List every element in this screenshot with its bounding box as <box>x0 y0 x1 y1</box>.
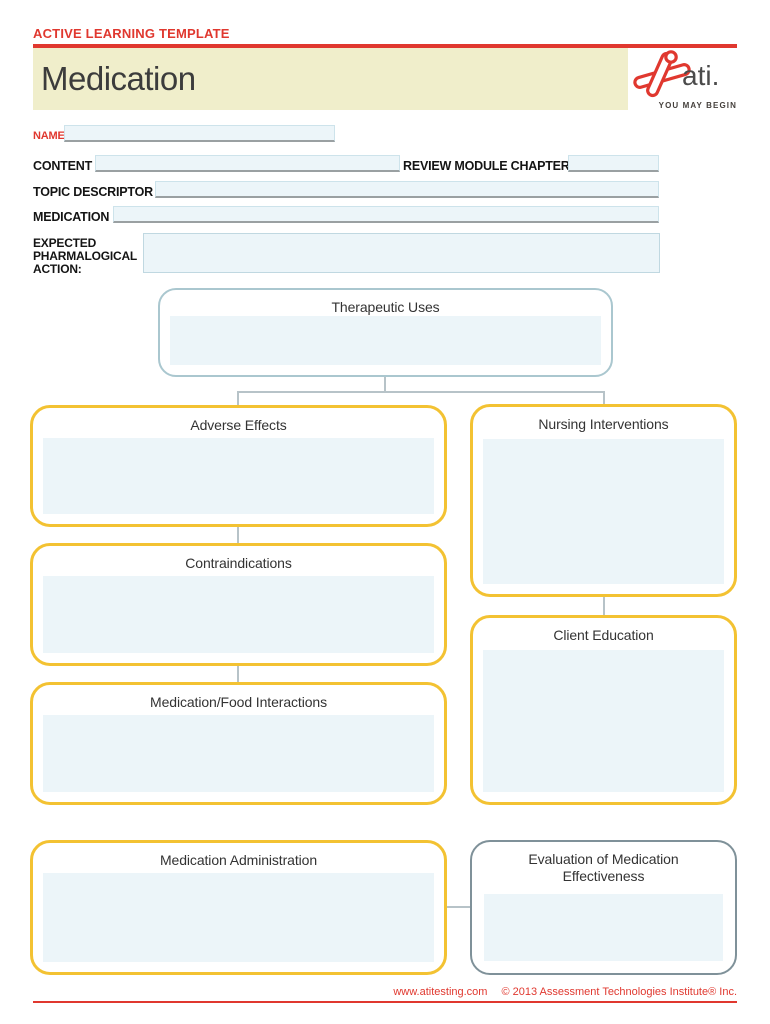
evaluation-of-medication-effectiveness-input[interactable] <box>484 894 723 961</box>
medication-food-interactions-title: Medication/Food Interactions <box>150 694 327 710</box>
adverse-effects-box: Adverse Effects <box>30 405 447 527</box>
contraindications-title: Contraindications <box>185 555 292 571</box>
connector-adverse-to-contraindications <box>237 527 239 543</box>
ati-logo: ati. <box>633 50 737 100</box>
page-footer: www.atitesting.com © 2013 Assessment Tech… <box>393 986 737 998</box>
ati-brand-text: ati. <box>682 60 720 92</box>
content-label: CONTENT <box>33 159 93 173</box>
therapeutic-uses-box: Therapeutic Uses <box>158 288 613 377</box>
ati-figure-icon <box>633 50 691 98</box>
nursing-interventions-input[interactable] <box>483 439 724 584</box>
expected-pharmalogical-action-label: EXPECTED PHARMALOGICAL ACTION: <box>33 236 137 276</box>
content-input[interactable] <box>95 155 400 172</box>
medication-administration-title: Medication Administration <box>159 852 318 868</box>
topic-descriptor-label: TOPIC DESCRIPTOR <box>33 185 153 199</box>
contraindications-box: Contraindications <box>30 543 447 666</box>
footer-copyright: © 2013 Assessment Technologies Institute… <box>501 986 737 998</box>
client-education-box: Client Education <box>470 615 737 805</box>
page-title: Medication <box>41 60 196 97</box>
medication-food-interactions-box: Medication/Food Interactions <box>30 682 447 805</box>
connector-nursing-to-client-education <box>603 597 605 615</box>
nursing-interventions-box: Nursing Interventions <box>470 404 737 597</box>
nursing-interventions-title: Nursing Interventions <box>538 416 669 432</box>
name-input[interactable] <box>64 125 335 142</box>
title-banner: Medication <box>33 48 628 110</box>
connector-branch-horizontal <box>237 391 605 393</box>
medication-input[interactable] <box>113 206 659 223</box>
therapeutic-uses-title: Therapeutic Uses <box>331 299 440 315</box>
adverse-effects-input[interactable] <box>43 438 434 514</box>
client-education-title: Client Education <box>553 627 654 643</box>
evaluation-of-medication-effectiveness-box: Evaluation of Medication Effectiveness <box>470 840 737 975</box>
connector-contraindications-to-interactions <box>237 666 239 682</box>
connector-administration-to-evaluation <box>447 906 470 908</box>
template-type-heading: ACTIVE LEARNING TEMPLATE <box>33 26 230 41</box>
review-module-chapter-input[interactable] <box>568 155 659 172</box>
medication-label: MEDICATION <box>33 210 110 224</box>
therapeutic-uses-input[interactable] <box>170 316 601 365</box>
connector-to-nursing-interventions <box>603 392 605 404</box>
review-module-chapter-label: REVIEW MODULE CHAPTER <box>403 159 570 173</box>
logo-tagline: YOU MAY BEGIN <box>658 101 737 110</box>
medication-administration-input[interactable] <box>43 873 434 962</box>
name-label: NAME <box>33 130 65 142</box>
medication-administration-box: Medication Administration <box>30 840 447 975</box>
connector-to-adverse-effects <box>237 392 239 405</box>
topic-descriptor-input[interactable] <box>155 181 659 198</box>
contraindications-input[interactable] <box>43 576 434 653</box>
client-education-input[interactable] <box>483 650 724 792</box>
evaluation-of-medication-effectiveness-title: Evaluation of Medication Effectiveness <box>528 851 679 884</box>
footer-divider <box>33 1001 737 1003</box>
adverse-effects-title: Adverse Effects <box>190 417 287 433</box>
connector-therapeutic-stem <box>384 377 386 392</box>
medication-food-interactions-input[interactable] <box>43 715 434 792</box>
footer-website-link[interactable]: www.atitesting.com <box>393 986 488 998</box>
header-divider <box>33 44 737 48</box>
expected-pharmalogical-action-input[interactable] <box>143 233 660 273</box>
